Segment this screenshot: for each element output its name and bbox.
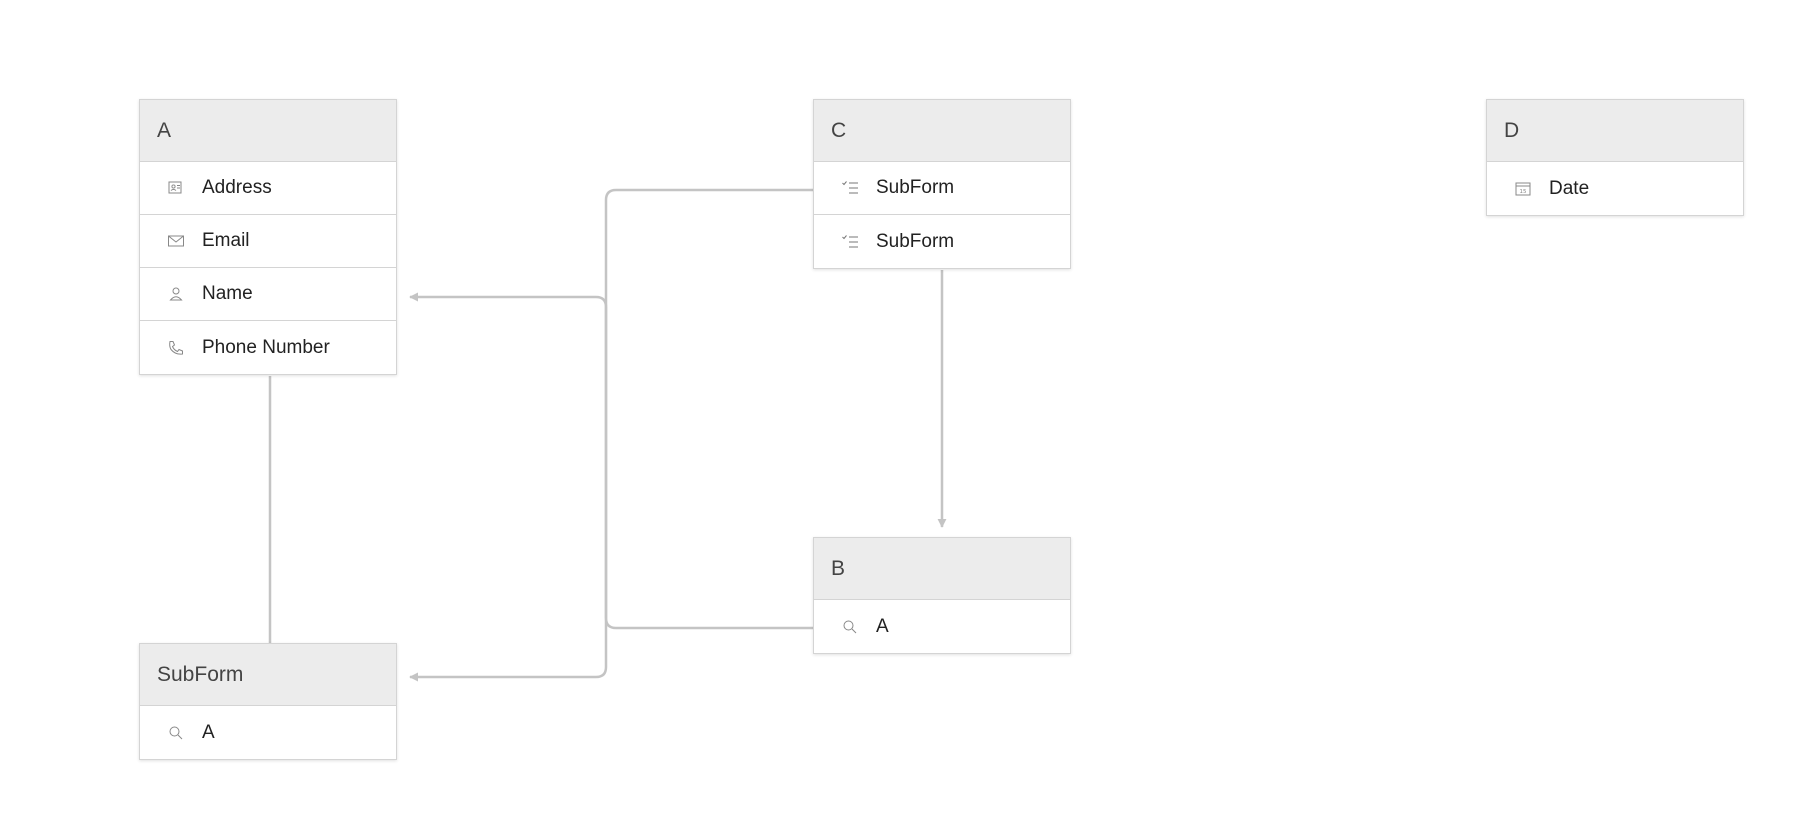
- field-row-phone-number[interactable]: Phone Number: [140, 321, 396, 374]
- field-row-email[interactable]: Email: [140, 215, 396, 268]
- field-label: Address: [202, 177, 272, 198]
- field-row-date[interactable]: 15 Date: [1487, 162, 1743, 215]
- field-label: SubForm: [876, 230, 955, 252]
- search-icon: [840, 617, 860, 637]
- field-row-address[interactable]: Address: [140, 162, 396, 215]
- address-card-icon: [166, 178, 186, 198]
- entity-title[interactable]: C: [814, 100, 1070, 162]
- entity-card-b[interactable]: B A: [813, 537, 1071, 654]
- entity-card-c[interactable]: C SubForm SubForm: [813, 99, 1071, 269]
- field-label: SubForm: [876, 177, 955, 198]
- entity-card-d[interactable]: D 15 Date: [1486, 99, 1744, 216]
- person-icon: [166, 284, 186, 304]
- checklist-icon: [840, 178, 860, 198]
- field-label: A: [876, 615, 889, 637]
- field-row-subform-2[interactable]: SubForm: [814, 215, 1070, 268]
- entity-title[interactable]: SubForm: [140, 644, 396, 706]
- field-label: Name: [202, 283, 253, 304]
- connector-b-a-to-a-name[interactable]: [409, 292, 813, 630]
- envelope-icon: [166, 231, 186, 251]
- field-label: A: [202, 721, 215, 743]
- phone-icon: [166, 338, 186, 358]
- field-label: Email: [202, 230, 250, 251]
- checklist-icon: [840, 232, 860, 252]
- entity-card-subform[interactable]: SubForm A: [139, 643, 397, 760]
- field-label: Date: [1549, 177, 1590, 199]
- search-icon: [166, 723, 186, 743]
- entity-title[interactable]: D: [1487, 100, 1743, 162]
- field-row-a-lookup[interactable]: A: [140, 706, 396, 759]
- entity-card-a[interactable]: A Address Email Name Phone Number: [139, 99, 397, 375]
- entity-title[interactable]: A: [140, 100, 396, 162]
- svg-text:15: 15: [1520, 189, 1527, 195]
- entity-title[interactable]: B: [814, 538, 1070, 600]
- field-row-a-lookup[interactable]: A: [814, 600, 1070, 653]
- field-row-name[interactable]: Name: [140, 268, 396, 321]
- field-label: Phone Number: [202, 336, 330, 358]
- connector-c-subform-to-subform[interactable]: [409, 188, 813, 682]
- calendar-icon: 15: [1513, 179, 1533, 199]
- field-row-subform-1[interactable]: SubForm: [814, 162, 1070, 215]
